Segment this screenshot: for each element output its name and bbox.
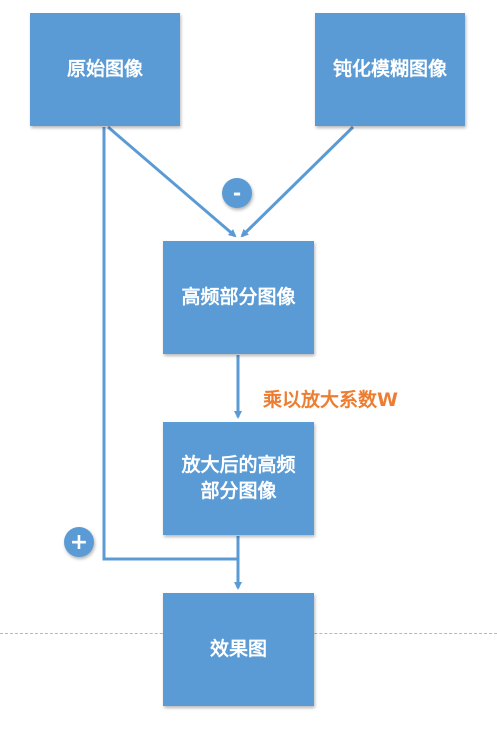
minus-operator-icon: -	[222, 178, 252, 208]
node-original-image: 原始图像	[30, 13, 180, 126]
node-blurred-image: 钝化模糊图像	[315, 13, 465, 126]
line-original-bypass	[102, 127, 238, 561]
arrow-blurred-to-highfreq	[240, 125, 355, 238]
node-high-frequency-image: 高频部分图像	[163, 241, 314, 354]
node-blurred-label: 钝化模糊图像	[332, 57, 447, 80]
node-high-frequency-label: 高频部分图像	[181, 285, 296, 308]
node-amplified-high-frequency-image: 放大后的高频 部分图像	[163, 422, 314, 535]
plus-operator-symbol: +	[69, 529, 89, 555]
minus-operator-symbol: -	[232, 181, 242, 205]
node-amplified-label-line1: 放大后的高频	[181, 453, 296, 476]
node-result-image: 效果图	[163, 593, 314, 706]
node-result-label: 效果图	[209, 637, 267, 660]
arrow-original-to-highfreq	[107, 125, 237, 238]
multiply-coefficient-label: 乘以放大系数W	[263, 389, 398, 411]
node-amplified-label-line2: 部分图像	[200, 479, 277, 502]
node-original-label: 原始图像	[66, 57, 143, 80]
plus-operator-icon: +	[64, 527, 94, 557]
